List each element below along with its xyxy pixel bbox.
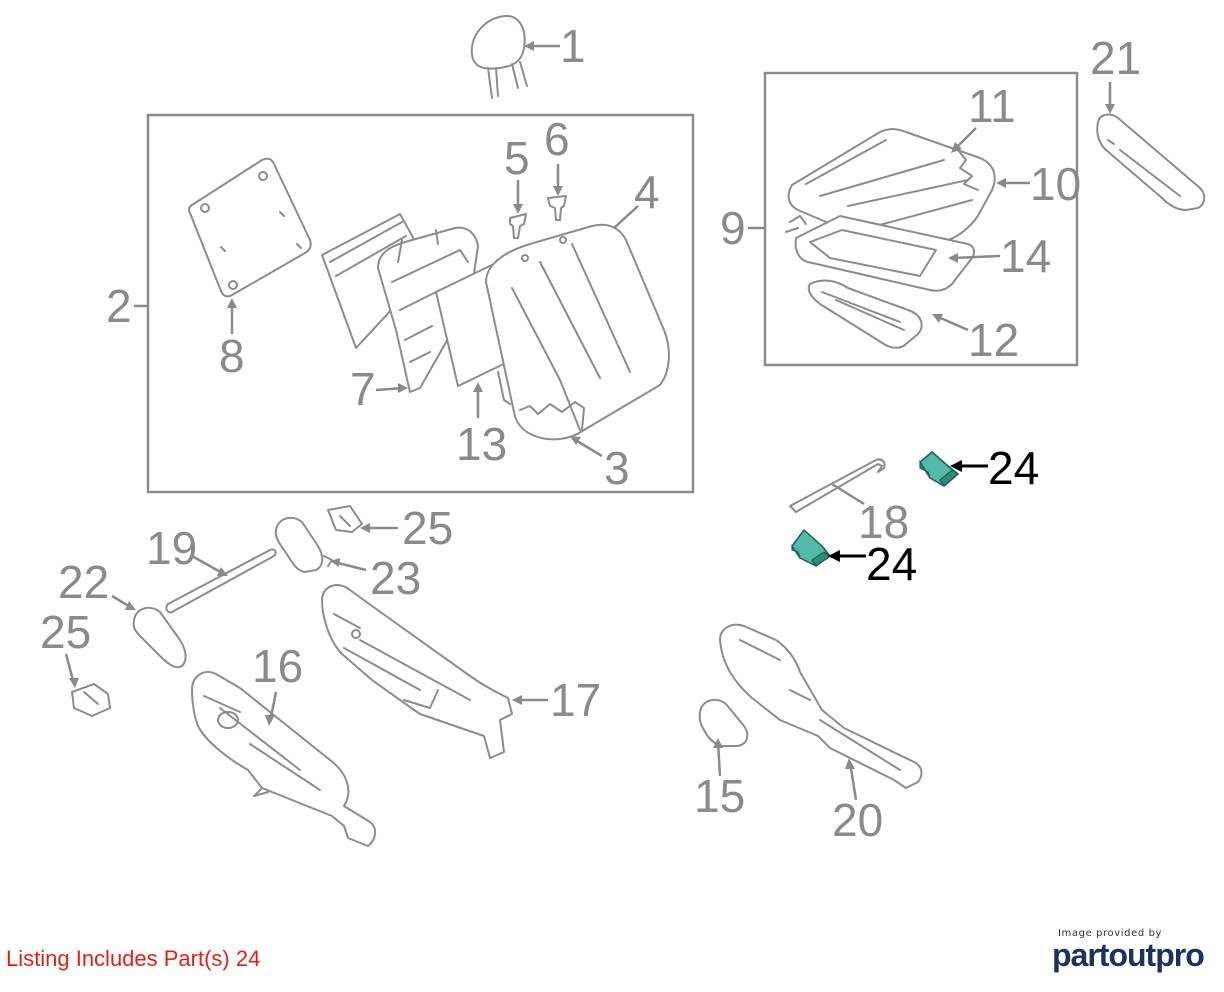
callout-4: 4	[613, 166, 660, 229]
brand-logo: partoutpro	[1052, 937, 1205, 973]
callout-20: 20	[832, 758, 883, 846]
callout-9: 9	[720, 202, 765, 254]
listing-includes-note: Listing Includes Part(s) 24	[6, 946, 261, 971]
callout-22: 22	[58, 556, 136, 610]
svg-text:25: 25	[40, 606, 91, 658]
callout-24-upper: 24	[950, 442, 1039, 494]
svg-text:3: 3	[604, 442, 630, 494]
callout-11: 11	[951, 80, 1016, 153]
callout-25-lower: 25	[40, 606, 91, 688]
svg-text:24: 24	[988, 442, 1039, 494]
part-23-knob[interactable]	[274, 516, 333, 573]
svg-text:14: 14	[1000, 230, 1051, 282]
callout-12: 12	[932, 314, 1019, 366]
svg-text:20: 20	[832, 794, 883, 846]
part-17-track[interactable]	[321, 584, 513, 759]
callout-15: 15	[694, 738, 745, 822]
callout-18: 18	[831, 482, 909, 548]
part-4-back-cover[interactable]	[485, 223, 670, 441]
callout-3: 3	[570, 436, 630, 494]
part-16-track[interactable]	[191, 671, 376, 847]
brand-credit: Image provided by	[1058, 928, 1163, 939]
svg-text:12: 12	[968, 314, 1019, 366]
svg-text:9: 9	[720, 202, 746, 254]
svg-text:4: 4	[634, 166, 660, 218]
callout-23: 23	[330, 552, 421, 604]
callout-2: 2	[106, 280, 148, 332]
part-6-clip[interactable]	[547, 195, 567, 221]
svg-text:25: 25	[402, 502, 453, 554]
part-14-cushion-pad[interactable]	[785, 215, 976, 292]
svg-text:19: 19	[146, 522, 197, 574]
svg-text:7: 7	[350, 363, 376, 415]
svg-text:5: 5	[504, 132, 530, 184]
part-12-cushion-frame[interactable]	[807, 279, 923, 349]
svg-text:21: 21	[1090, 32, 1141, 84]
callout-7: 7	[350, 363, 408, 415]
callout-6: 6	[544, 113, 570, 196]
cushion-group-box	[763, 71, 1079, 367]
svg-text:22: 22	[58, 556, 109, 608]
svg-text:17: 17	[550, 674, 601, 726]
svg-text:11: 11	[968, 80, 1016, 132]
svg-text:10: 10	[1030, 158, 1081, 210]
part-1-headrest[interactable]	[470, 14, 528, 99]
part-19-rod[interactable]	[165, 548, 277, 614]
svg-text:13: 13	[456, 418, 507, 470]
svg-text:24: 24	[866, 538, 917, 590]
svg-text:15: 15	[694, 770, 745, 822]
callout-8: 8	[219, 298, 245, 382]
part-25-cover-upper[interactable]	[327, 505, 363, 533]
part-21-trim[interactable]	[1096, 113, 1206, 211]
part-13-wire	[497, 371, 511, 405]
part-20-trim[interactable]	[719, 623, 923, 789]
part-7-back-frame[interactable]	[321, 213, 479, 393]
callout-24-lower: 24	[828, 538, 917, 590]
brand-block: Image provided by partoutpro	[1052, 928, 1212, 971]
part-24-cover-lower[interactable]	[791, 529, 832, 567]
svg-text:2: 2	[106, 280, 132, 332]
part-24-cover-upper[interactable]	[919, 451, 959, 487]
callout-14: 14	[948, 230, 1051, 282]
svg-text:18: 18	[858, 496, 909, 548]
callout-5: 5	[504, 132, 530, 214]
svg-text:1: 1	[560, 20, 586, 72]
callout-17: 17	[512, 674, 601, 726]
part-25-cover-lower[interactable]	[71, 683, 111, 717]
part-22-knob[interactable]	[132, 606, 187, 669]
part-15-knob[interactable]	[698, 698, 749, 747]
seatback-group-box	[146, 113, 695, 494]
part-18-rod[interactable]	[789, 458, 886, 513]
callout-25-upper: 25	[360, 502, 453, 554]
callout-19: 19	[146, 522, 228, 576]
svg-text:8: 8	[219, 330, 245, 382]
callout-13: 13	[456, 382, 507, 470]
part-8-back-board[interactable]	[187, 157, 312, 298]
callout-10: 10	[996, 158, 1081, 210]
svg-text:16: 16	[252, 640, 303, 692]
part-5-clip[interactable]	[509, 213, 527, 239]
svg-text:23: 23	[370, 552, 421, 604]
svg-text:6: 6	[544, 113, 570, 165]
callout-21: 21	[1090, 32, 1141, 114]
callout-16: 16	[252, 640, 303, 726]
callout-1: 1	[524, 20, 586, 72]
